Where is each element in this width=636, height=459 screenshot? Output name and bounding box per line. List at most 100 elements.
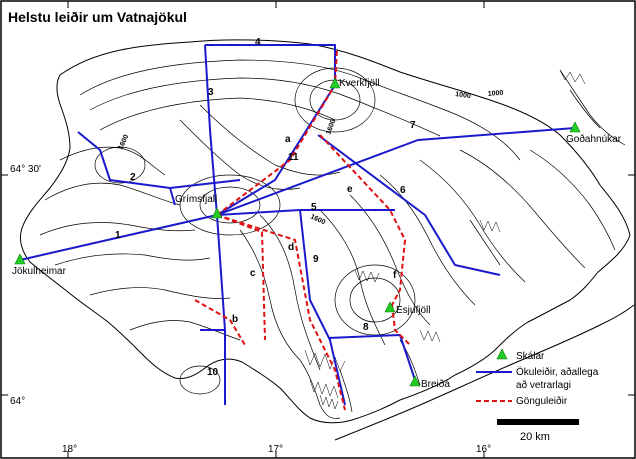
contour-line — [569, 89, 601, 129]
lon-label-17: 17° — [268, 444, 283, 455]
ski-route-5 — [216, 209, 395, 216]
contour-lines — [39, 59, 626, 419]
legend-ski-label-line1: Ökuleiðir, aðallega — [516, 366, 599, 378]
legend-huts-label: Skálar — [516, 351, 545, 362]
route-number-6: 6 — [400, 185, 406, 196]
route-number-8: 8 — [363, 322, 369, 333]
ski-route-6 — [317, 134, 501, 276]
walking-letter-e: e — [347, 184, 353, 195]
contour-line — [239, 229, 301, 361]
hut-label-grimsfjall: Grímsfjall — [175, 194, 217, 205]
contour-line — [39, 222, 196, 236]
hut-label-esjufjoll: Esjufjöll — [396, 305, 430, 316]
contour-line — [79, 59, 521, 161]
contour-line — [349, 194, 431, 326]
contour-line — [99, 97, 336, 131]
route-number-3: 3 — [208, 87, 214, 98]
ski-route-7 — [216, 127, 576, 216]
route-number-10: 10 — [207, 367, 219, 378]
contour-ring — [179, 174, 281, 236]
hut-label-breida: Breiðá — [421, 378, 450, 390]
hut-marker-esjufjoll — [384, 301, 396, 313]
ski-route-9 — [299, 209, 346, 406]
ski-route-1 — [19, 214, 218, 261]
contour-ring — [179, 365, 221, 395]
route-number-4: 4 — [255, 37, 261, 48]
hut-label-kverkfjoll: Kverkfjöll — [339, 78, 380, 89]
hut-label-godahnukar: Goðahnúkar — [566, 133, 622, 145]
legend-walking-label: Gönguleiðir — [516, 395, 568, 407]
walking-letter-a: a — [285, 134, 291, 145]
ski-route-grimsfjall-south — [216, 214, 226, 331]
contour-line — [339, 369, 353, 413]
contour-ring — [334, 264, 416, 336]
walking-route-f — [391, 304, 411, 346]
walking-routes — [194, 49, 411, 411]
hut-marker-breida — [409, 375, 421, 387]
ski-route-connector — [169, 179, 241, 189]
scale-bar-rect — [497, 419, 579, 425]
contour-label: 1600 — [325, 119, 337, 136]
contour-line — [419, 159, 526, 283]
contour-ring — [94, 146, 146, 184]
coastline — [334, 304, 635, 441]
contour-line — [559, 69, 626, 146]
walking-route-a — [216, 49, 338, 216]
contour-label: 1000 — [455, 91, 472, 100]
route-number-1: 1 — [115, 230, 121, 241]
route-number-9: 9 — [313, 254, 319, 265]
legend-ski-label-line2: að vetrarlagi — [516, 379, 571, 391]
hut-marker-kverkfjoll — [329, 77, 341, 89]
contour-line — [379, 174, 476, 306]
ski-routes — [19, 44, 576, 406]
route-number-5: 5 — [311, 202, 317, 213]
contour-line — [529, 149, 616, 251]
contour-line — [44, 182, 181, 206]
lat-label-64: 64° — [10, 396, 25, 407]
contour-label: 1600 — [309, 213, 326, 226]
contour-line — [469, 219, 501, 266]
route-number-11: 11 — [288, 152, 299, 163]
hut-marker-godahnukar — [569, 121, 581, 133]
hut-label-jokulheimar: Jökulheimar — [12, 266, 67, 277]
huts — [14, 77, 581, 387]
contour-line — [459, 149, 586, 269]
contour-line — [259, 214, 321, 371]
contour-line — [129, 320, 241, 341]
contour-line — [299, 359, 341, 419]
walking-letter-d: d — [288, 242, 294, 253]
mountain-hatching — [304, 69, 586, 410]
ski-route-2 — [77, 131, 176, 206]
lon-label-18: 18° — [62, 444, 77, 455]
lon-label-16: 16° — [476, 444, 491, 455]
scale-bar-label: 20 km — [520, 431, 550, 443]
contour-label: 1000 — [488, 90, 504, 98]
glacier-outline — [19, 39, 631, 424]
hut-marker-jokulheimar — [14, 253, 26, 265]
route-number-2: 2 — [130, 172, 136, 183]
walking-route-d — [216, 214, 346, 411]
ski-route-3 — [204, 44, 218, 216]
map-title: Helstu leiðir um Vatnajökul — [8, 9, 187, 25]
walking-letter-f: f — [393, 270, 397, 281]
walking-letter-b: b — [232, 314, 238, 325]
walking-route-e — [319, 134, 407, 306]
contour-ring — [199, 186, 261, 224]
contour-line — [54, 253, 211, 266]
legend: Skálar Ökuleiðir, aðallega að vetrarlagi… — [476, 348, 599, 407]
contour-line — [319, 209, 386, 346]
route-number-7: 7 — [410, 120, 416, 131]
contour-line — [179, 119, 301, 190]
contour-line — [89, 77, 441, 137]
contour-line — [89, 287, 231, 299]
walking-letter-c: c — [250, 268, 256, 279]
lat-label-64-30: 64° 30' — [10, 164, 41, 175]
walking-route-b — [194, 299, 246, 346]
contour-line — [199, 104, 341, 176]
scale-bar: 20 km — [497, 419, 579, 443]
contour-ring — [349, 277, 401, 323]
